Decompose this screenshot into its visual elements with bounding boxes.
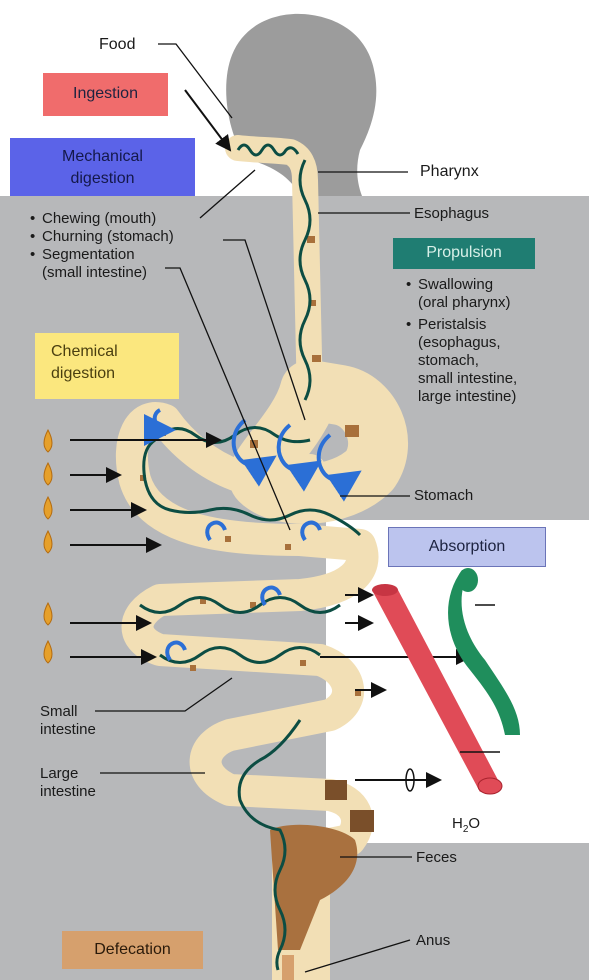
small-intestine-label-line2: intestine [40,721,96,739]
small-intestine-label-line1: Small [40,703,96,721]
peristalsis-line3: stomach, [418,352,517,370]
feces-label: Feces [416,849,457,867]
mechanical-box-line2: digestion [10,168,195,190]
defecation-box: Defecation [62,931,203,969]
mechanical-digestion-list: Chewing (mouth) Churning (stomach) Segme… [30,210,174,282]
small-intestine-label: Small intestine [40,703,96,739]
blood-vessel-end [478,778,502,794]
large-intestine-label: Large intestine [40,765,96,801]
propulsion-list: Swallowing (oral pharynx) Peristalsis (e… [406,276,517,406]
mechanical-box-line1: Mechanical [10,146,195,168]
feces-chunk [350,810,374,832]
blood-vessel-top [372,584,398,596]
stomach-label: Stomach [414,487,473,505]
chemical-box-line1: Chemical [51,341,179,363]
ingestion-box-text: Ingestion [73,85,138,102]
mechanical-digestion-box: Mechanical digestion [10,138,195,196]
pharynx-label: Pharynx [420,163,479,181]
list-item-peristalsis: Peristalsis (esophagus, stomach, small i… [406,316,517,406]
anus-label: Anus [416,932,450,950]
swallowing-line2: (oral pharynx) [418,294,517,312]
defecation-box-text: Defecation [94,941,171,958]
large-intestine-label-line2: intestine [40,783,96,801]
absorption-box: Absorption [388,527,546,567]
chemical-digestion-box: Chemical digestion [35,333,179,399]
water-label-main: H [452,815,463,832]
absorption-box-text: Absorption [429,538,506,555]
propulsion-box-text: Propulsion [426,244,502,261]
chemical-box-line2: digestion [51,363,179,385]
list-item-segmentation: Segmentation [30,246,174,264]
peristalsis-line4: small intestine, [418,370,517,388]
peristalsis-line1: Peristalsis [418,316,517,334]
lymph-vessel-top [458,568,478,592]
peristalsis-line2: (esophagus, [418,334,517,352]
list-item-chewing: Chewing (mouth) [30,210,174,228]
propulsion-box: Propulsion [393,238,535,269]
list-item-swallowing: Swallowing (oral pharynx) [406,276,517,312]
food-label: Food [99,36,135,54]
esophagus-label: Esophagus [414,205,489,223]
list-item-churning: Churning (stomach) [30,228,174,246]
anus [282,955,294,980]
water-label-tail: O [468,815,480,832]
peristalsis-line5: large intestine) [418,388,517,406]
large-intestine-label-line1: Large [40,765,96,783]
water-label: H2O [452,815,480,839]
list-item-segmentation-note: (small intestine) [30,264,174,282]
ingestion-box: Ingestion [43,73,168,116]
feces-chunk [325,780,347,800]
swallowing-line1: Swallowing [418,276,517,294]
